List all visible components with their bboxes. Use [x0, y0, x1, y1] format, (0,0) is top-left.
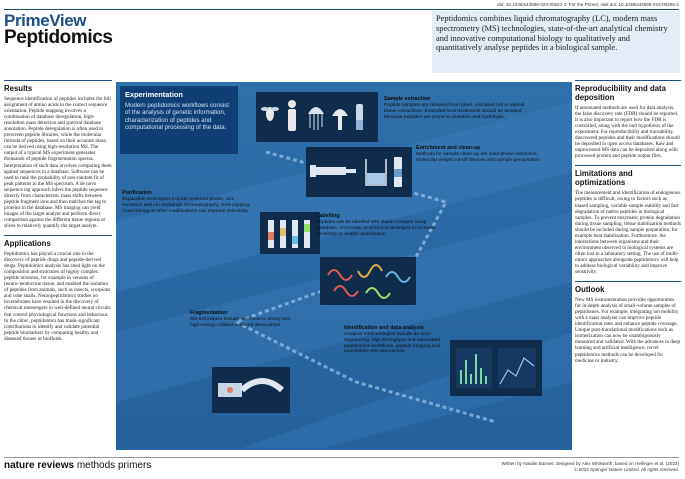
results-title: Results: [4, 80, 112, 93]
peptide-chain-icon: [327, 264, 411, 299]
fly-icon: [261, 107, 279, 121]
footer-logo-rest: methods primers: [74, 460, 152, 471]
labelling-title: Labelling: [316, 213, 340, 219]
tube-icon: [356, 104, 363, 130]
identification-body: Analysis methodologies include de novo s…: [344, 332, 440, 355]
sample-extraction-card: [256, 92, 378, 142]
sample-extraction-body: Peptide samples are obtained from plant,…: [384, 103, 525, 120]
results-body: Sequence identification of peptides incl…: [4, 96, 112, 229]
mushroom-icon: [332, 109, 348, 130]
page-title: Peptidomics: [4, 27, 113, 48]
outlook-body: New MS instrumentation provides opportun…: [575, 297, 681, 364]
labelling-body: Peptides can be labelled with stable iso…: [316, 220, 436, 237]
workflow-panel: Experimentation Modern peptidomics workf…: [116, 82, 572, 450]
credits-line-1: Written by Natalie Barnes; designed by A…: [501, 461, 679, 466]
purification-step: Purification Separation techniques inclu…: [122, 190, 256, 214]
fragmentation-card: [212, 367, 290, 413]
jellyfish-icon: [308, 107, 324, 130]
intro-box: Peptidomics combines liquid chromatograp…: [432, 11, 680, 73]
experimentation-body: Modern peptidomics workflows consist of …: [125, 102, 229, 131]
limitations-body: The measurement and identification of en…: [575, 190, 681, 276]
brand-primeview: PrimeView: [4, 11, 87, 30]
enrichment-card: [306, 147, 412, 197]
spectrum-icon: [456, 348, 536, 388]
purification-body: Separation techniques include reversed-p…: [122, 197, 251, 214]
sample-extraction-title: Sample extraction: [384, 96, 431, 102]
right-column: Reproducibility and data deposition If a…: [575, 80, 681, 370]
enrichment-step: Enrichment and clean-up Methods for samp…: [416, 145, 546, 164]
syringe-icon: [310, 165, 356, 177]
top-rule: [4, 9, 679, 10]
intro-text: Peptidomics combines liquid chromatograp…: [436, 14, 668, 53]
column-icon: [268, 220, 310, 248]
footer-credits: Written by Natalie Barnes; designed by A…: [501, 461, 679, 473]
left-column: Results Sequence identification of pepti…: [4, 80, 112, 348]
enrichment-body: Methods for sample clean-up are solid-ph…: [416, 152, 542, 163]
identification-step: Identification and data analysis Analysi…: [344, 325, 448, 355]
fragmentation-body: MS techniques include post-source decay …: [190, 317, 291, 328]
identification-title: Identification and data analysis: [344, 325, 424, 331]
experimentation-box: Experimentation Modern peptidomics workf…: [120, 86, 238, 154]
identification-card: [450, 340, 542, 396]
credits-line-2: © 2023 Springer Nature Limited. All righ…: [573, 467, 679, 472]
reproducibility-title: Reproducibility and data deposition: [575, 80, 681, 102]
labelling-card: [320, 257, 416, 305]
purification-title: Purification: [122, 190, 152, 196]
footer-rule: [4, 457, 679, 458]
footer-logo-bold: nature reviews: [4, 460, 75, 471]
applications-title: Applications: [4, 235, 112, 248]
sample-extraction-step: Sample extraction Peptide samples are ob…: [384, 96, 534, 120]
footer-logo: nature reviews methods primers: [4, 460, 151, 471]
labelling-step: Labelling Peptides can be labelled with …: [316, 213, 436, 237]
enrichment-title: Enrichment and clean-up: [416, 145, 481, 151]
doi-line[interactable]: doi: 10.1038/s43586-023-00221-2; For the…: [497, 2, 679, 7]
fragmentation-title: Fragmentation: [190, 310, 228, 316]
fragmentation-step: Fragmentation MS techniques include post…: [190, 310, 300, 329]
applications-body: Peptidomics has played a crucial role in…: [4, 251, 111, 342]
person-icon: [288, 100, 296, 131]
outlook-title: Outlook: [575, 281, 681, 294]
experimentation-title: Experimentation: [125, 90, 183, 99]
mass-spec-icon: [218, 378, 285, 397]
cartridge-icon: [394, 157, 402, 187]
beaker-icon: [365, 159, 387, 186]
purification-card: [260, 212, 320, 254]
reproducibility-body: If automated methods are used for data a…: [575, 105, 680, 160]
limitations-title: Limitations and optimizations: [575, 165, 681, 187]
